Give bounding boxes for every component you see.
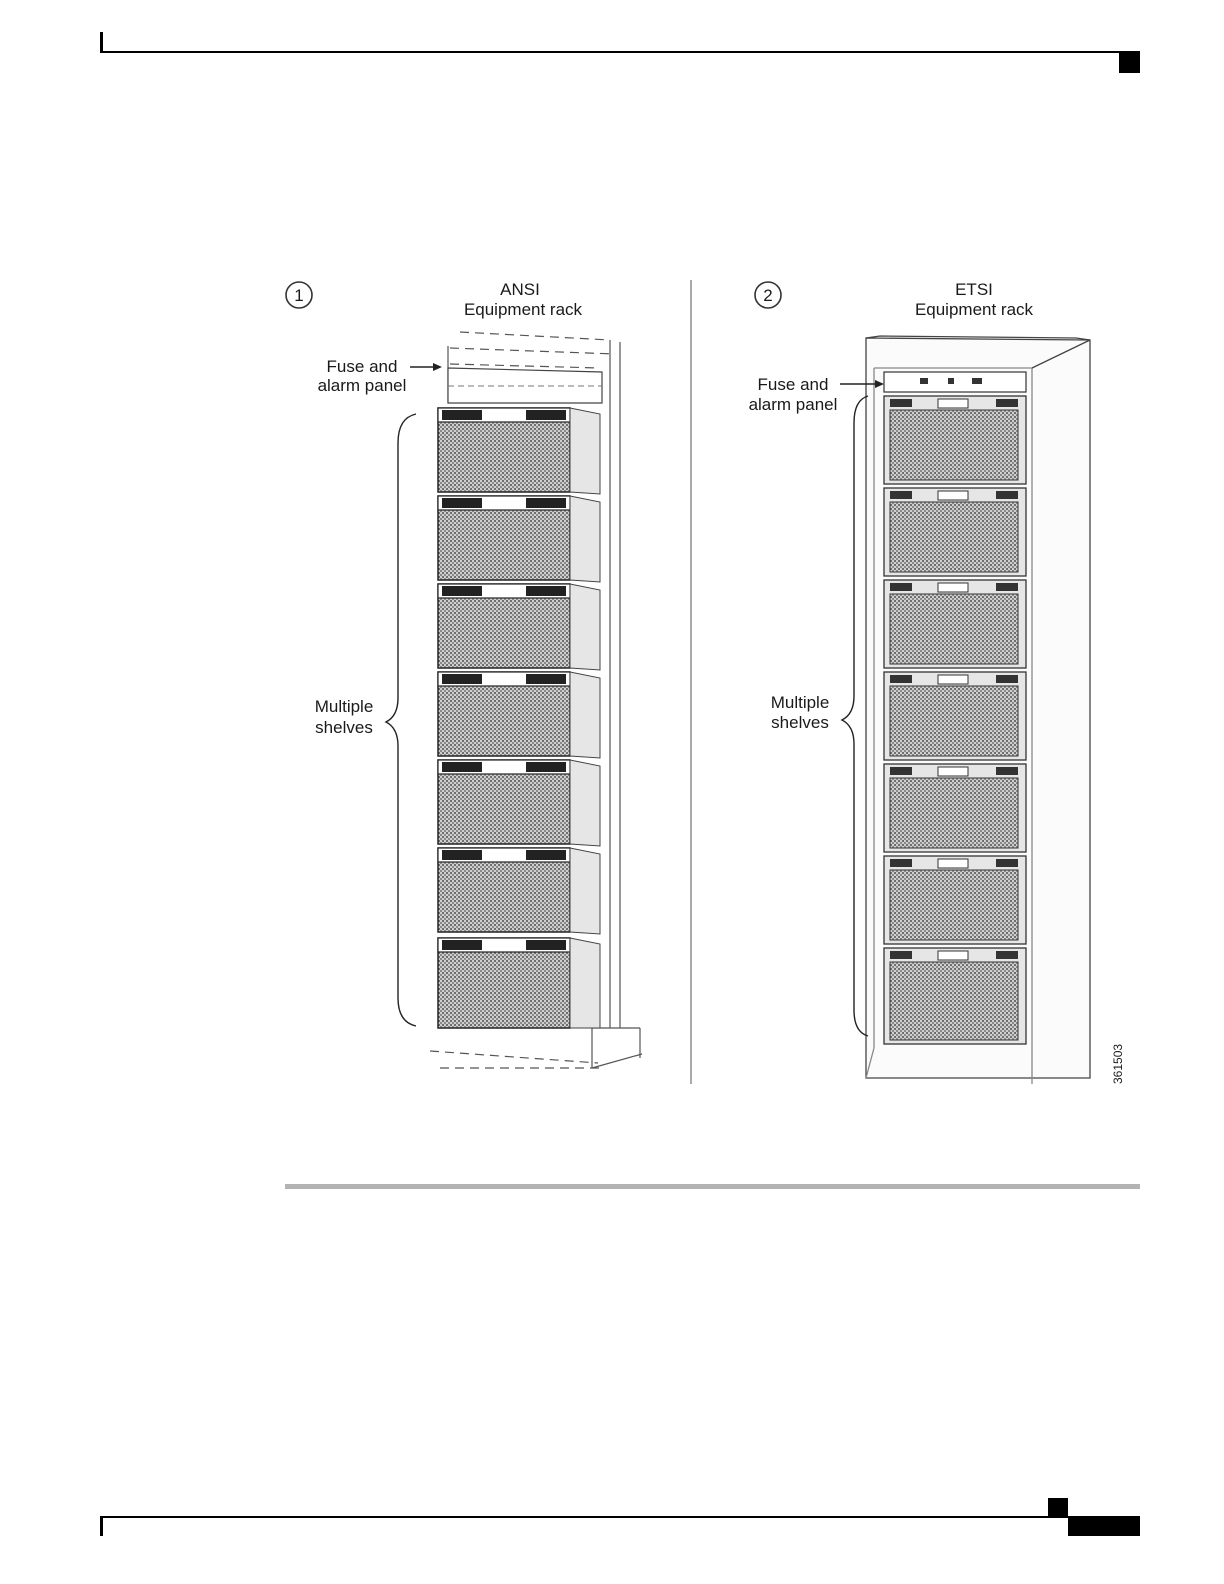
ansi-shelves <box>438 408 600 1028</box>
etsi-shelves-label-line2: shelves <box>771 713 829 732</box>
footer-square-marker <box>1048 1498 1068 1516</box>
ansi-shelf-1 <box>438 408 600 494</box>
ansi-fuse-alarm-panel <box>448 368 602 403</box>
etsi-shelf-5 <box>884 764 1026 852</box>
ansi-rack-panel: 1 ANSI Equipment rack <box>286 280 642 1068</box>
ansi-shelf-6 <box>438 848 600 934</box>
etsi-shelf-6 <box>884 856 1026 944</box>
ansi-shelf-7 <box>438 938 600 1028</box>
header-margin-mark <box>100 32 103 52</box>
ansi-fuse-label-line1: Fuse and <box>327 357 398 376</box>
ansi-title: ANSI <box>500 280 540 299</box>
ansi-fuse-label-line2: alarm panel <box>318 376 407 395</box>
ansi-fuse-arrow <box>410 363 442 371</box>
etsi-shelf-1 <box>884 396 1026 484</box>
footer-margin-mark <box>100 1516 103 1536</box>
etsi-fuse-label-line2: alarm panel <box>749 395 838 414</box>
ansi-shelf-3 <box>438 584 600 670</box>
etsi-title: ETSI <box>955 280 993 299</box>
header-rule <box>100 51 1140 53</box>
callout-number-1: 1 <box>294 286 303 305</box>
etsi-fuse-alarm-panel <box>884 372 1026 392</box>
ansi-shelf-5 <box>438 760 600 846</box>
etsi-shelf-2 <box>884 488 1026 576</box>
ansi-shelves-label-line2: shelves <box>315 718 373 737</box>
equipment-rack-figure: 1 ANSI Equipment rack <box>270 268 1150 1098</box>
etsi-shelves-label-line1: Multiple <box>771 693 830 712</box>
etsi-fuse-label-line1: Fuse and <box>758 375 829 394</box>
callout-number-2: 2 <box>763 286 772 305</box>
etsi-shelves-brace <box>842 396 868 1036</box>
ansi-shelf-4 <box>438 672 600 758</box>
etsi-shelf-7 <box>884 948 1026 1044</box>
etsi-shelf-4 <box>884 672 1026 760</box>
header-tab-marker <box>1119 53 1140 73</box>
ansi-subtitle: Equipment rack <box>464 300 583 319</box>
footer-rule <box>100 1516 1068 1518</box>
etsi-fuse-arrow <box>840 380 884 388</box>
ansi-shelves-brace <box>386 414 416 1026</box>
ansi-shelves-label-line1: Multiple <box>315 697 374 716</box>
etsi-shelf-3 <box>884 580 1026 668</box>
section-rule <box>285 1184 1140 1189</box>
figure-id: 361503 <box>1111 1044 1125 1084</box>
ansi-shelf-2 <box>438 496 600 582</box>
footer-page-tab <box>1068 1516 1140 1536</box>
etsi-subtitle: Equipment rack <box>915 300 1034 319</box>
etsi-rack-panel: 2 ETSI Equipment rack <box>749 280 1125 1084</box>
